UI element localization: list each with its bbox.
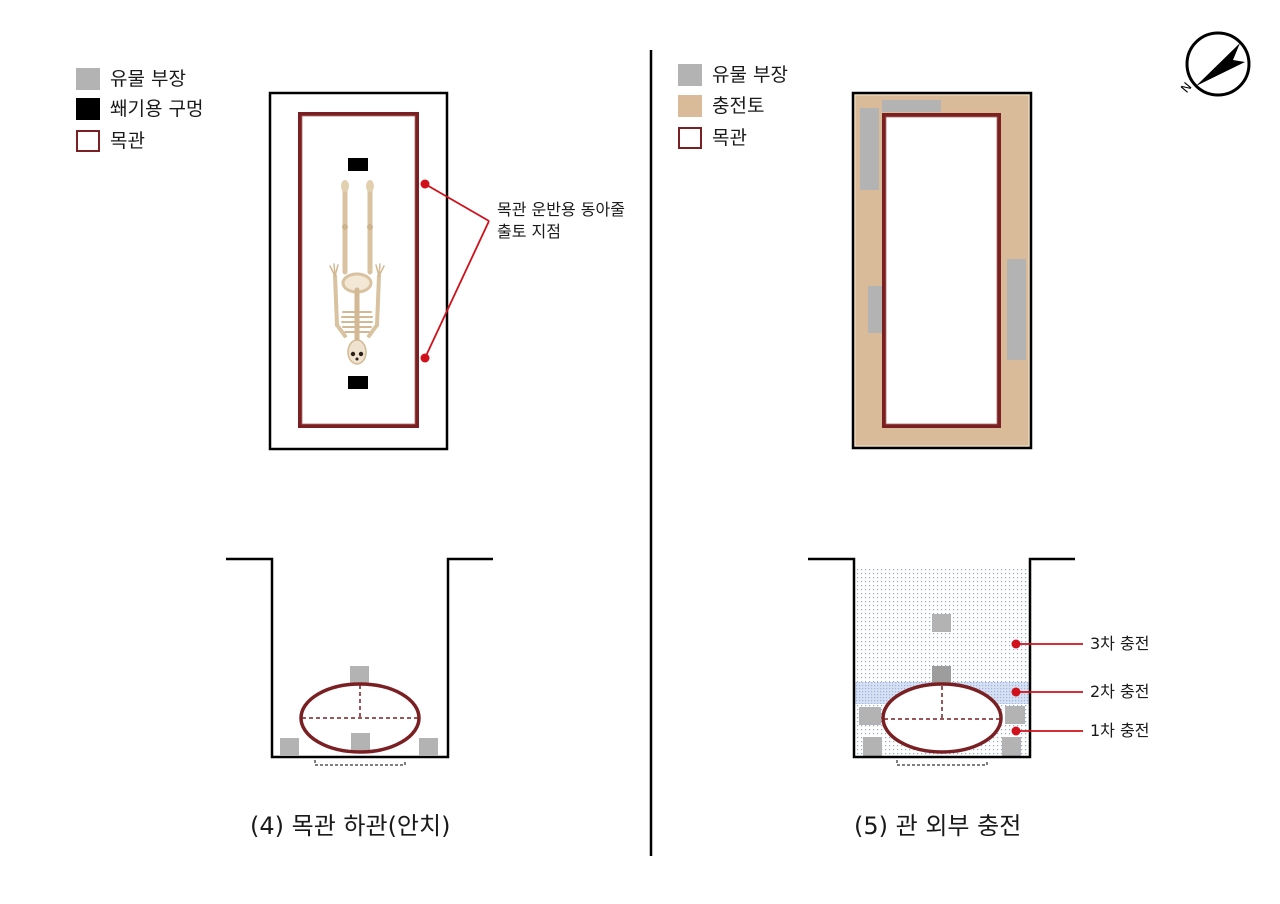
findspot-dot-top [420,179,430,189]
legend-label: 유물 부장 [712,64,788,86]
rope-findspot-label-line2: 출토 지점 [497,222,561,241]
wedge-hole-bottom [348,376,368,389]
coffin-swatch-icon [76,130,100,152]
legend-item-artifact: 유물 부장 [76,66,186,92]
pit-plan-view-right [851,91,1033,450]
compass-north-arrow-icon: N [1178,31,1251,97]
wedge-hole-top [348,158,368,171]
artifact-block [860,108,879,190]
artifact-block [859,707,881,725]
artifact-block [419,738,438,756]
rope-findspot-label-line1: 목관 운반용 동아줄 [497,200,625,219]
artifact-block [863,737,882,756]
legend-label: 목관 [110,130,145,152]
backfill-swatch-icon [678,95,702,117]
fill-label-1: 1차 충전 [1090,721,1150,740]
artifact-block [932,614,951,632]
pit-plan-view-left [268,91,449,451]
artifact-block [351,733,370,751]
legend-item-wedge-hole: 쐐기용 구멍 [76,96,203,122]
skeleton-illustration [329,180,385,365]
pit-section-right [808,557,1083,766]
artifact-block [350,666,369,684]
legend-item-coffin: 목관 [76,128,145,154]
artifact-swatch-icon [76,68,100,90]
coffin-swatch-icon [678,127,702,149]
fill-pointers [1011,639,1083,736]
artifact-block [280,738,299,756]
legend-item-coffin-right: 목관 [678,125,747,151]
wedge-hole-swatch-icon [76,98,100,120]
legend-label: 목관 [712,127,747,149]
fill-label-2: 2차 충전 [1090,682,1150,701]
coffin-section [299,682,421,754]
legend-label: 충전토 [712,95,765,117]
legend-label: 유물 부장 [110,68,186,90]
artifact-block [1007,259,1026,360]
artifact-block [1005,706,1025,724]
artifact-block [1002,737,1021,756]
legend-item-backfill: 충전토 [678,93,764,119]
fill-label-3: 3차 충전 [1090,634,1150,653]
artifact-swatch-icon [678,64,702,86]
artifact-block [932,666,951,684]
caption-step-4: (4) 목관 하관(안치) [250,812,451,840]
findspot-dot-bottom [420,353,430,363]
legend-label: 쐐기용 구멍 [110,98,204,120]
artifact-block [882,100,941,112]
rope-findspot-pointer [420,179,490,363]
pit-section-left [226,557,493,766]
caption-step-5: (5) 관 외부 충전 [854,812,1022,840]
legend-item-artifact-right: 유물 부장 [678,62,788,88]
